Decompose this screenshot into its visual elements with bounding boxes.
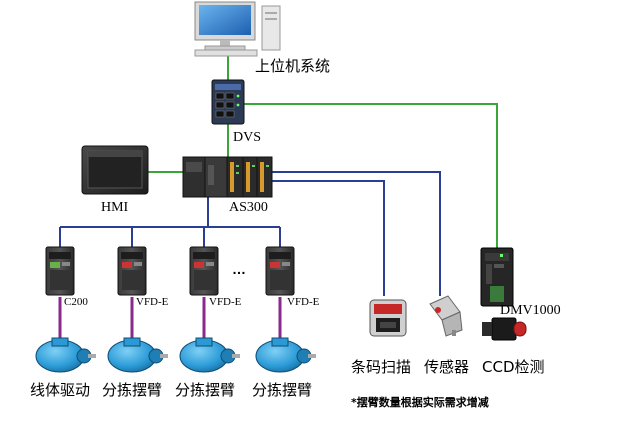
label-dvs: DVS [233,130,262,145]
sensor-icon [429,295,463,337]
label-sensor: 传感器 [424,358,470,376]
computer-icon [194,1,281,57]
label-drive-vfd-e-3: VFD-E [287,296,320,308]
label-barcode-scan: 条码扫描 [351,358,412,376]
scanner-icon [369,299,407,337]
label-as300: AS300 [229,200,268,215]
hmi-icon [81,145,149,195]
label-sort-arm-1: 分拣摆臂 [102,381,163,399]
link-plc-scanner [272,180,385,296]
drive-icon [265,246,295,296]
label-drive-c200: C200 [64,296,88,308]
drive-icon [117,246,147,296]
ellipsis-more-drives: … [232,261,248,277]
label-sort-arm-3: 分拣摆臂 [252,381,313,399]
motor-icon [35,337,96,373]
label-line-drive: 线体驱动 [30,381,91,399]
motor-icon [179,337,240,373]
plc-icon [182,156,273,198]
fieldbus-links [59,171,441,296]
motor-icon [255,337,316,373]
link-plc-sensor [272,171,441,296]
label-drive-vfd-e-1: VFD-E [136,296,169,308]
label-ccd-inspection: CCD检测 [482,358,545,376]
label-dmv1000: DMV1000 [500,303,561,318]
drive-icon [189,246,219,296]
footnote: *摆臂数量根据实际需求增减 [351,396,489,409]
switch-icon [211,79,245,125]
vision-controller-icon [480,247,514,307]
label-sort-arm-2: 分拣摆臂 [175,381,236,399]
ethernet-links [148,55,498,248]
motor-icon [107,337,168,373]
label-host-system: 上位机系统 [255,57,331,75]
link-switch-dmv [244,103,498,248]
camera-icon [482,317,527,341]
drive-icon [45,246,75,296]
motor-cables [58,297,282,340]
label-drive-vfd-e-2: VFD-E [209,296,242,308]
label-hmi: HMI [101,200,129,215]
